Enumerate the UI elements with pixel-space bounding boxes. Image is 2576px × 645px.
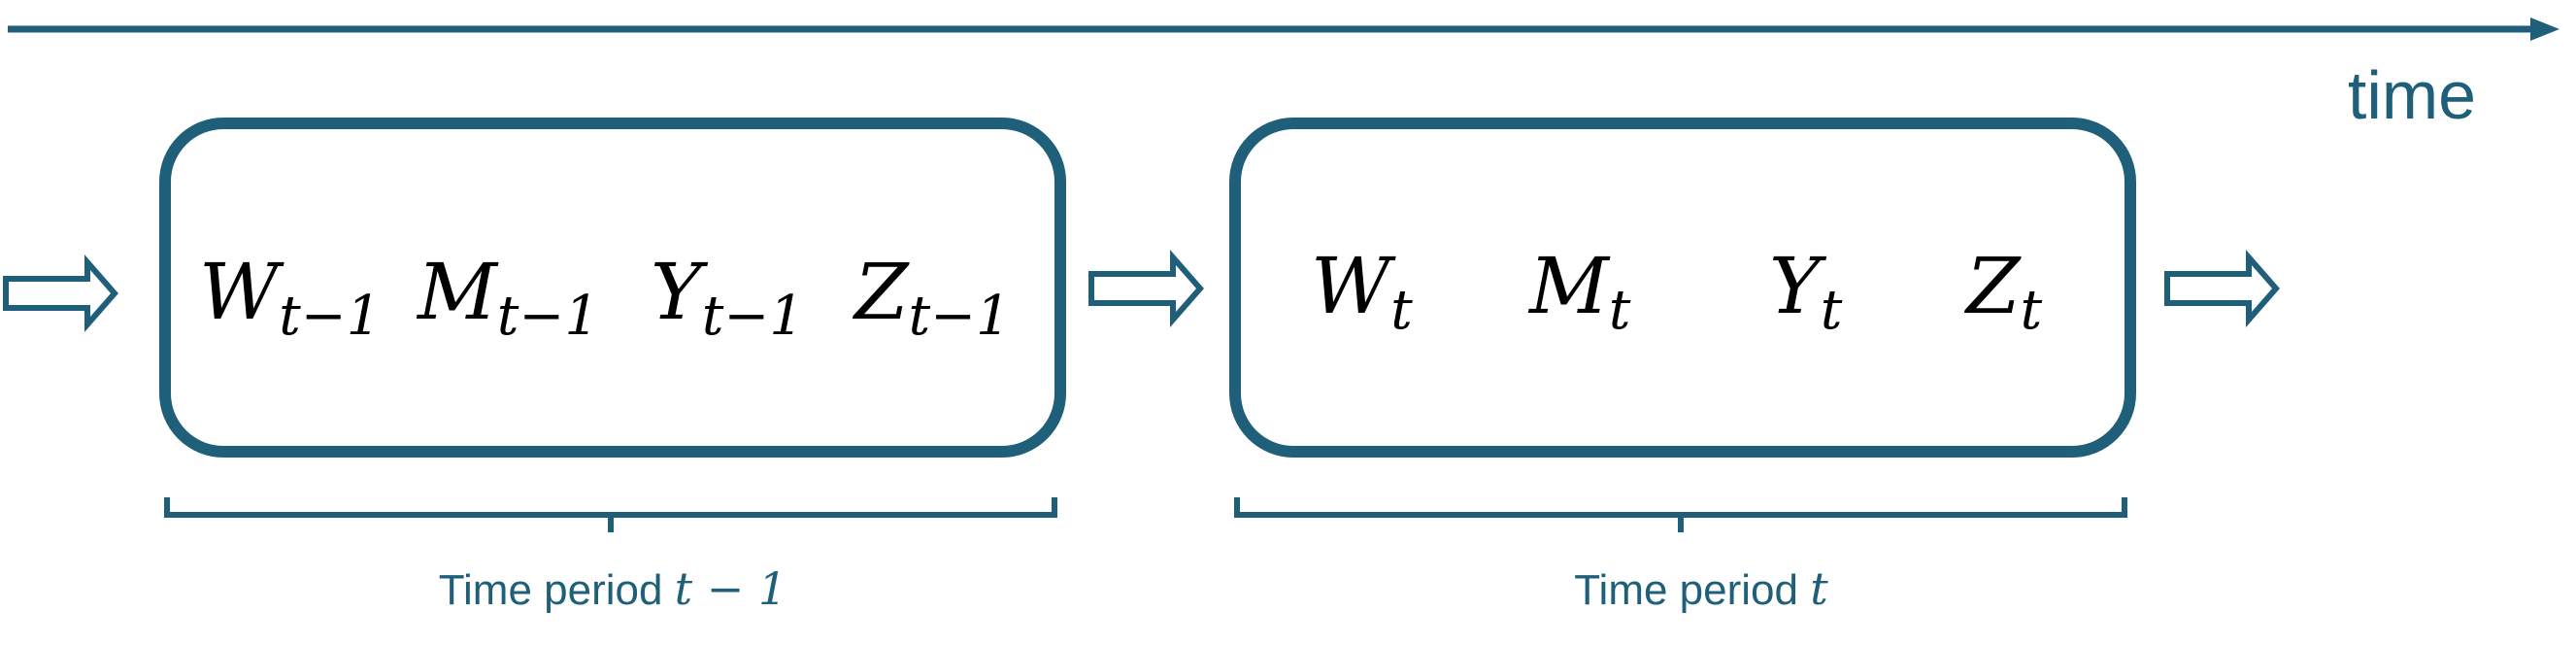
flow-arrow-in	[3, 255, 118, 332]
hollow-arrow-icon	[3, 255, 118, 332]
time-axis-arrowhead	[2530, 17, 2559, 41]
hollow-arrow-icon	[2164, 250, 2280, 327]
period-box-2: Wt Mt Yt Zt	[1229, 118, 2136, 458]
variable-m: Mt	[1527, 241, 1631, 342]
flow-arrow-out	[2164, 250, 2280, 327]
time-axis: time	[8, 17, 2559, 133]
hollow-arrow-icon	[1088, 250, 1204, 327]
flow-arrow-between	[1088, 250, 1204, 327]
variable-y: Yt−1	[651, 247, 804, 348]
variable-y: Yt	[1769, 241, 1843, 342]
brace-icon	[164, 497, 1057, 532]
period-brace-2	[1234, 497, 2127, 532]
period-box-outline	[1229, 118, 2136, 458]
time-axis-label: time	[2348, 57, 2476, 133]
variable-w: Wt−1	[199, 247, 381, 348]
variable-m: Mt−1	[416, 247, 599, 348]
period-label-2: Time period t	[1574, 562, 1828, 615]
period-brace-1	[164, 497, 1057, 532]
variable-z: Zt−1	[852, 247, 1011, 348]
period-box-outline	[159, 118, 1066, 458]
period-label-1: Time period t − 1	[439, 562, 786, 615]
variable-z: Zt	[1963, 241, 2043, 342]
period-box-1: Wt−1 Mt−1 Yt−1 Zt−1	[159, 118, 1066, 458]
variable-w: Wt	[1311, 241, 1413, 342]
brace-icon	[1234, 497, 2127, 532]
